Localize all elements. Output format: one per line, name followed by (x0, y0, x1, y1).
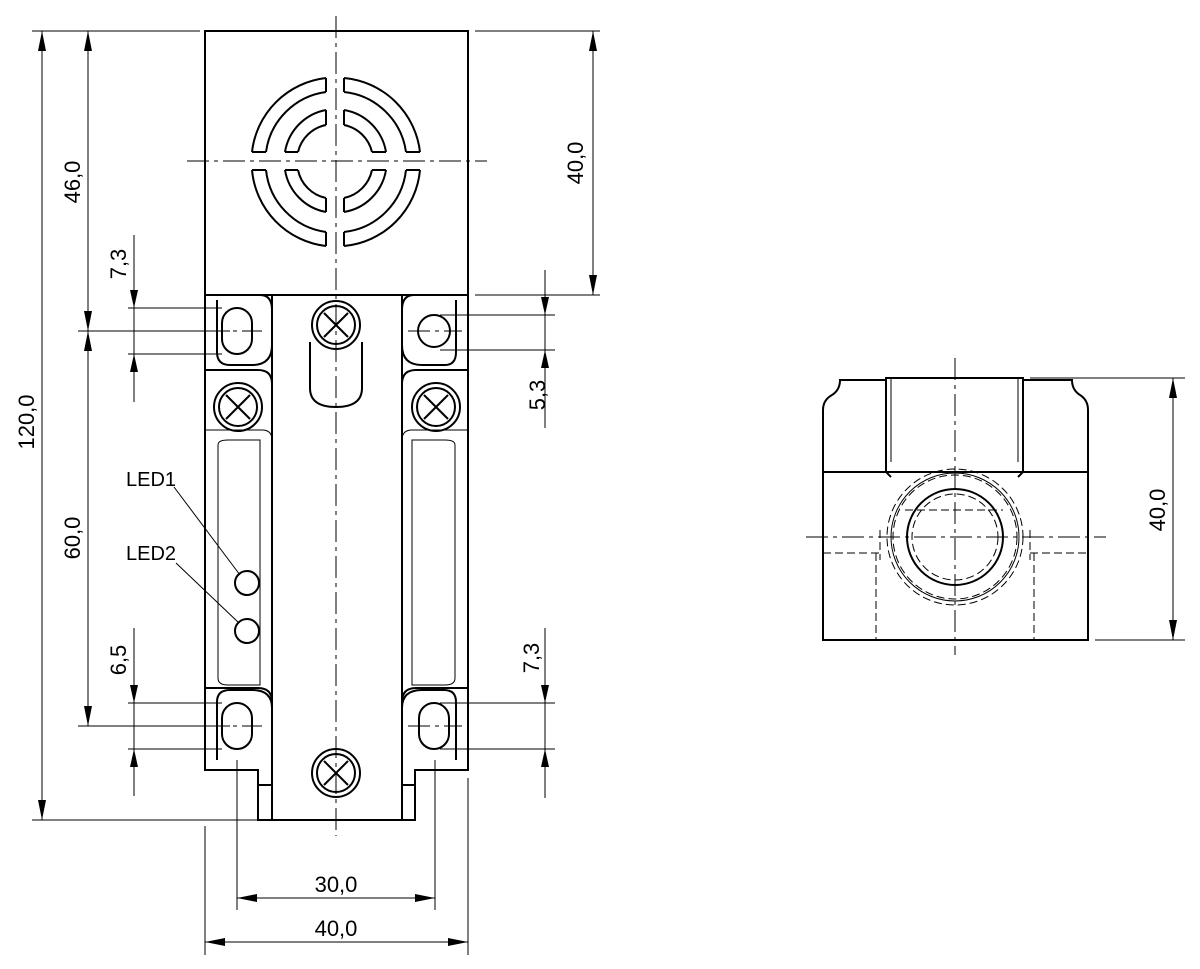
dim-top-slot-left: 7,3 (106, 249, 131, 280)
dim-upper-height: 46,0 (60, 161, 85, 204)
dim-hole-spacing-vertical: 60,0 (60, 517, 85, 560)
dim-bottom-slot-right: 7,3 (519, 643, 544, 674)
dim-bottom-slot-left: 6,5 (106, 645, 131, 676)
dim-sensing-face: 40,0 (563, 142, 588, 185)
sensing-face-symbol (251, 77, 421, 247)
led1-indicator (234, 570, 260, 596)
led2-label: LED2 (126, 543, 176, 565)
dim-top-hole-right: 5,3 (525, 380, 550, 411)
side-view: 40,0 (806, 358, 1185, 655)
front-view: LED1 LED2 120,0 (14, 16, 600, 955)
screw-right (411, 382, 461, 432)
screw-left (213, 382, 263, 432)
dim-total-height: 120,0 (14, 394, 39, 449)
dim-hole-spacing-horizontal: 30,0 (315, 872, 358, 897)
led1-label: LED1 (126, 469, 176, 491)
led2-indicator (234, 618, 260, 644)
dim-width: 40,0 (315, 916, 358, 941)
dim-side-height: 40,0 (1145, 489, 1170, 532)
